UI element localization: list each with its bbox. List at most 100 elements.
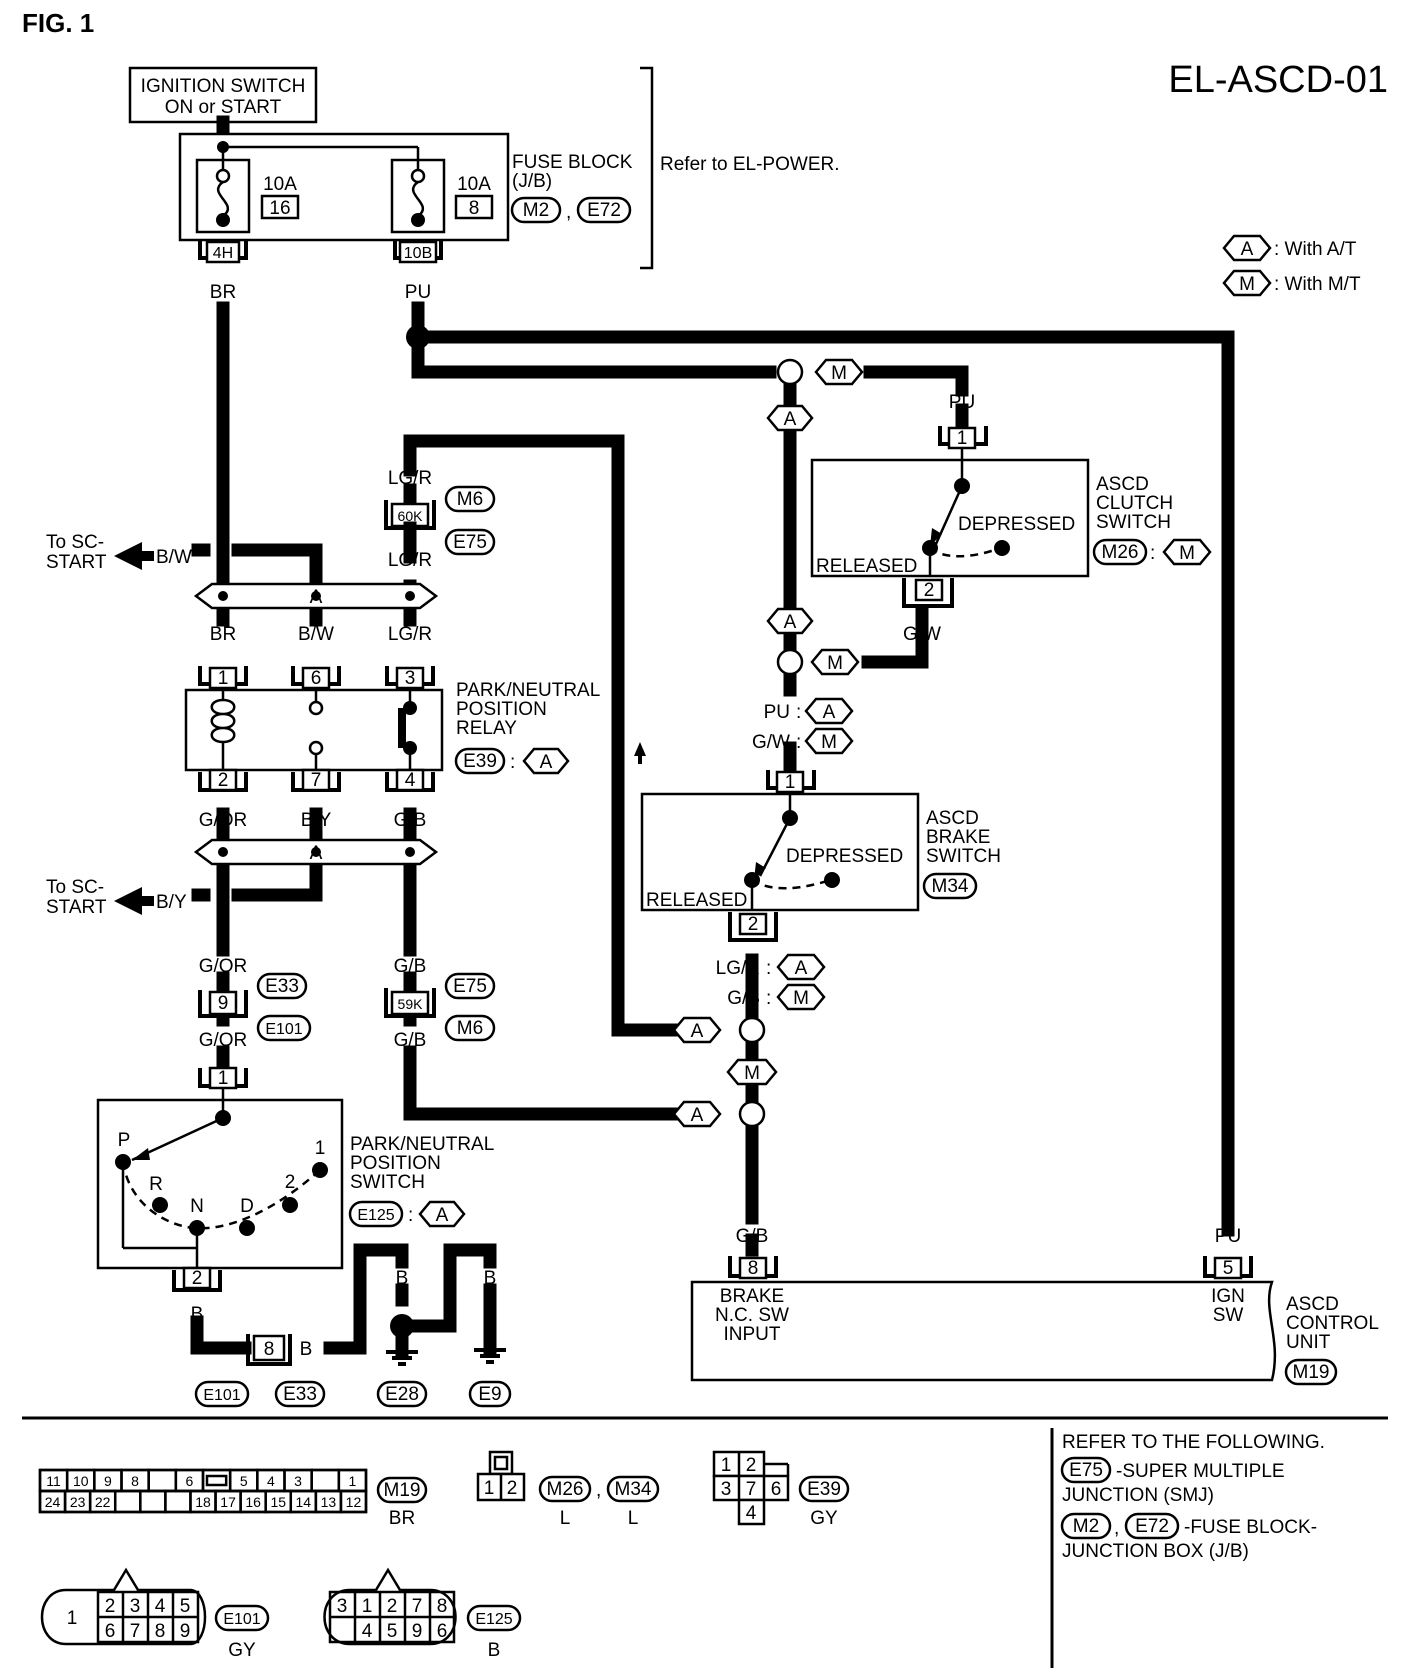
brake-out1-colon: : — [766, 958, 771, 979]
brake-sel1-wire: PU — [764, 702, 790, 723]
tag-m-3-text: M — [744, 1063, 760, 1084]
cu-pin5-wire: PU — [1215, 1226, 1241, 1247]
fuse-block-line2: (J/B) — [512, 171, 552, 192]
connector-face-e125: 3 1 2 7 8 4 5 9 6 E125 B — [323, 1567, 522, 1661]
refer-bracket — [640, 66, 654, 270]
brake-sel1-colon: : — [796, 702, 801, 723]
relay-pin-1: 1 — [218, 668, 229, 689]
fuse2-number: 8 — [469, 198, 480, 219]
ground-conn-e101: E101 — [203, 1387, 240, 1404]
m19-face-pin-22: 22 — [95, 1494, 111, 1510]
figure-label: FIG. 1 — [22, 8, 94, 38]
cu-pin5-l2: SW — [1213, 1305, 1244, 1326]
pn-pos-r: R — [149, 1174, 163, 1195]
relay-conn: E39 — [463, 751, 497, 772]
e125-face-pin-7: 7 — [412, 1596, 423, 1617]
e101-face-color: GY — [228, 1640, 256, 1661]
m19-face-pin-17: 17 — [220, 1494, 236, 1510]
tag-a-2: A — [766, 607, 814, 635]
ground-conn-e9: E9 — [478, 1384, 501, 1405]
e125-face-pin-3: 3 — [337, 1596, 348, 1617]
refer-title: REFER TO THE FOLLOWING. — [1062, 1432, 1325, 1453]
to-sc-1-line1: To SC- — [46, 532, 104, 553]
cu-pin-5: 5 — [1223, 1258, 1234, 1279]
refer-conn-e72: E72 — [1135, 1516, 1169, 1537]
relay-line2: POSITION — [456, 699, 547, 720]
e39-face-pin-6: 6 — [771, 1479, 782, 1500]
splice-bar-top: A — [193, 582, 439, 610]
tag-m-2: M — [810, 648, 860, 676]
splice-ring-3 — [738, 1016, 766, 1044]
ground-conn-e33: E33 — [283, 1384, 317, 1405]
smj-top-wire-bot: LG/R — [388, 550, 432, 571]
fuse2-pin: 10B — [393, 240, 443, 264]
relay-tag: A — [540, 752, 553, 773]
clutch-tag: M — [1179, 543, 1195, 564]
brake-released: RELEASED — [646, 890, 747, 911]
m26-face-pin-2: 2 — [507, 1478, 518, 1499]
e125-face-pin-5: 5 — [387, 1621, 398, 1642]
relay-top-wire-3: LG/R — [388, 624, 432, 645]
m26-face-pin-1: 1 — [484, 1478, 495, 1499]
brake-switch: PU : A G/W : M 1 DEPRESSED RELEASED 2 AS… — [640, 697, 1001, 1011]
pn-switch-tag: A — [436, 1205, 449, 1226]
cu-pin8-l1: BRAKE — [720, 1286, 784, 1307]
cu-pin8-l2: N.C. SW — [715, 1305, 789, 1326]
ignition-line2: ON or START — [165, 97, 282, 118]
to-sc-2-wire: B/Y — [156, 892, 187, 913]
relay-pin-6: 6 — [311, 668, 322, 689]
clutch-colon: : — [1150, 543, 1155, 564]
control-unit: G/B 8 PU 5 BRAKE N.C. SW INPUT IGN SW AS… — [690, 1226, 1379, 1386]
pn-switch-line1: PARK/NEUTRAL — [350, 1134, 494, 1155]
splice-ring-4 — [738, 1100, 766, 1128]
refer-text-1a: -SUPER MULTIPLE — [1116, 1461, 1285, 1482]
relay-pin-7: 7 — [311, 770, 322, 791]
clutch-released: RELEASED — [816, 556, 917, 577]
clutch-line2: CLUTCH — [1096, 493, 1173, 514]
refer-notes: REFER TO THE FOLLOWING. E75 -SUPER MULTI… — [1060, 1432, 1325, 1562]
e39-face-pin-2: 2 — [746, 1455, 757, 1476]
m19-face-pin-4: 4 — [267, 1473, 275, 1489]
smj-bot-conn-e75: E75 — [453, 976, 487, 997]
m19-face-pin-10: 10 — [73, 1473, 89, 1489]
pn-switch-pin-2: 2 — [192, 1268, 203, 1289]
m19-face-pin-24: 24 — [45, 1494, 61, 1510]
legend-at: A : With A/T — [1222, 234, 1357, 262]
brake-out1-tag: A — [795, 958, 808, 979]
refer-text-2a: -FUSE BLOCK- — [1184, 1517, 1317, 1538]
brake-sel2-wire: G/W — [752, 732, 790, 753]
m19-face-pin-11: 11 — [46, 1473, 61, 1489]
e101-face-pin-2: 2 — [105, 1596, 116, 1617]
e125-face-pin-2: 2 — [387, 1596, 398, 1617]
clutch-pin-1: 1 — [957, 428, 968, 449]
pn-switch-colon: : — [408, 1205, 413, 1226]
relay-bot-wire-3: G/B — [394, 810, 427, 831]
m26-face-conn: M26 — [547, 1479, 584, 1500]
m19-face-pin-18: 18 — [195, 1494, 211, 1510]
fuse-block-conn-m2: M2 — [523, 200, 549, 221]
pn-pos-p: P — [118, 1130, 131, 1151]
tag-m-2-text: M — [827, 653, 843, 674]
relay-pin-3: 3 — [405, 668, 416, 689]
splice-ring-1 — [776, 358, 804, 386]
refer-sep: , — [1114, 1518, 1119, 1539]
brake-pin-2: 2 — [748, 914, 759, 935]
relay-pin-2: 2 — [218, 770, 229, 791]
e39-face-pin-4: 4 — [746, 1503, 757, 1524]
ground-pin-8: 8 — [264, 1339, 275, 1360]
ground-wire-1: B — [396, 1268, 409, 1289]
e125-face-pin-4: 4 — [362, 1621, 373, 1642]
ground-section: 8 B B B B E101 E33 E28 E9 — [194, 1268, 512, 1408]
fuse2-rating: 10A — [457, 174, 491, 195]
to-sc-start-1: To SC- START B/W — [46, 532, 192, 573]
fuse-block-sep: , — [566, 202, 571, 223]
cu-line1: ASCD — [1286, 1294, 1339, 1315]
legend-mt-text: : With M/T — [1274, 274, 1361, 295]
refer-el-power: Refer to EL-POWER. — [660, 154, 840, 175]
e101-face-pin-4: 4 — [155, 1596, 166, 1617]
smj-top-wire-top: LG/R — [388, 468, 432, 489]
pn-switch-line3: SWITCH — [350, 1172, 425, 1193]
clutch-line1: ASCD — [1096, 474, 1149, 495]
ground-wire-2: B — [444, 1268, 457, 1289]
e125-face-pin-6: 6 — [437, 1621, 448, 1642]
